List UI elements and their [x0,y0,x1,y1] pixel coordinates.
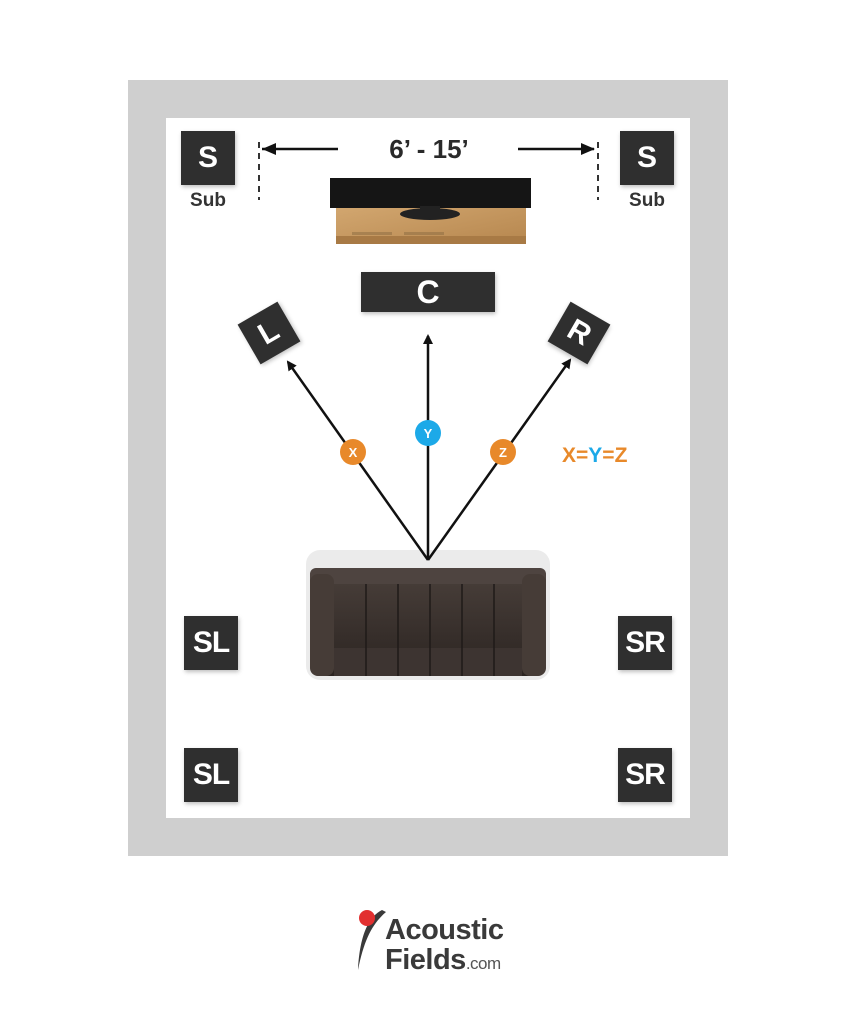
center-speaker: C [361,272,495,312]
surround-left-rear: SL [184,748,238,802]
distance-z-badge: Z [490,439,516,465]
equation-x: X [562,444,577,467]
logo-word-fields: Fields.com [385,944,501,977]
surround-left-front: SL [184,616,238,670]
dimension-line [258,142,599,200]
distance-x-badge: X [340,439,366,465]
logo-domain: .com [465,954,501,973]
distance-y-badge: Y [415,420,441,446]
equation-equals-2: = [602,444,615,467]
equation-z: Z [614,444,628,467]
logo-word-fields-text: Fields [385,944,466,976]
equation-equals-1: = [576,444,589,467]
tv-icon [330,178,531,220]
surround-right-front: SR [618,616,672,670]
equation-y: Y [588,444,603,467]
subwoofer-right: S [620,131,674,185]
distance-equation: X=Y=Z [562,444,627,468]
acoustic-fields-logo: Acoustic Fields.com [352,904,512,976]
subwoofer-left-label: Sub [190,190,226,211]
logo-word-acoustic: Acoustic [385,914,504,946]
subwoofer-left: S [181,131,235,185]
logo-swoosh-icon [358,910,386,970]
surround-right-rear: SR [618,748,672,802]
dimension-label: 6’ - 15’ [389,134,469,164]
subwoofer-right-label: Sub [629,190,665,211]
couch-icon [306,550,550,680]
